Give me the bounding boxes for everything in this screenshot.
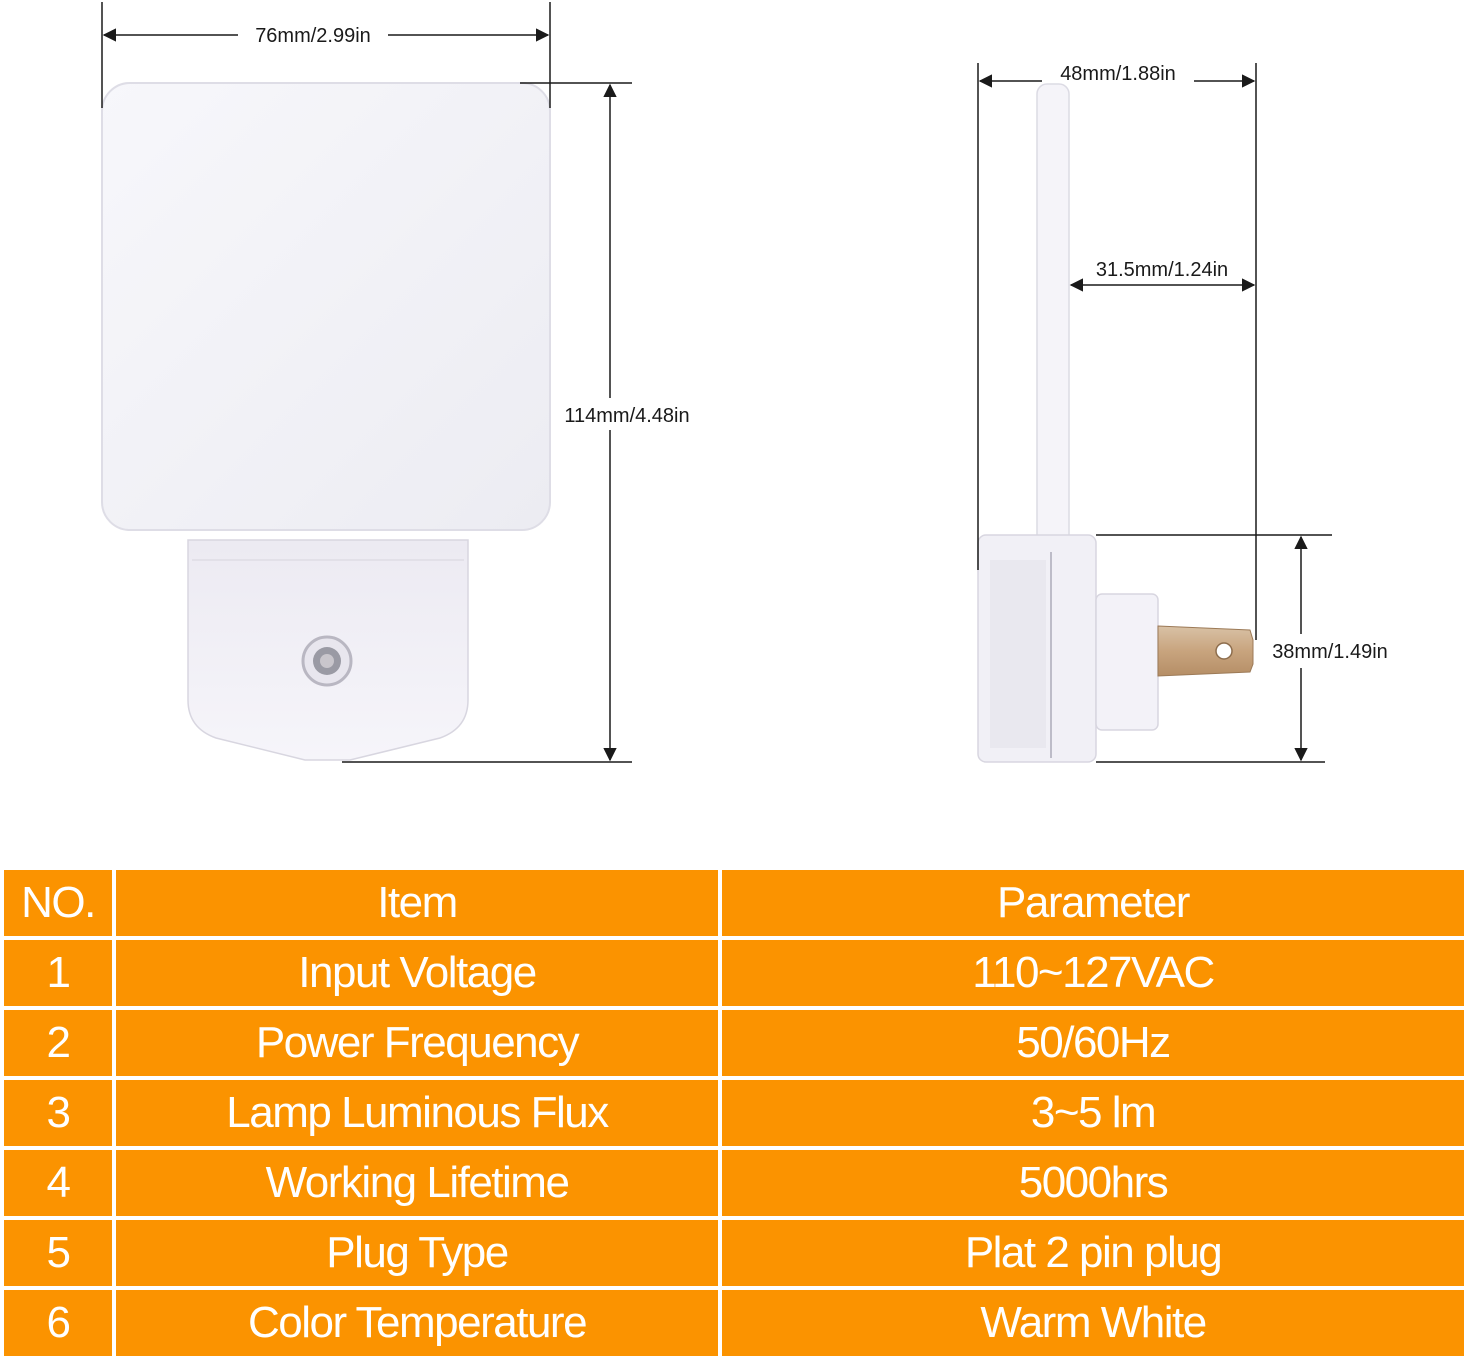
row-parameter: Plat 2 pin plug <box>718 1216 1464 1291</box>
spec-table: NO. Item Parameter 1 Input Voltage 110~1… <box>4 870 1464 1356</box>
dimension-drawing: 76mm/2.99in 114mm/4.48in 48mm/1.88in <box>101 2 1388 763</box>
side-plug-body <box>1095 593 1159 731</box>
table-row: 1 Input Voltage 110~127VAC <box>4 935 1464 1010</box>
row-no: 3 <box>4 1075 116 1151</box>
front-height-dimension: 114mm/4.48in <box>342 82 690 763</box>
header-item: Item <box>112 870 722 940</box>
front-height-label: 114mm/4.48in <box>564 405 689 427</box>
row-no: 6 <box>4 1286 116 1356</box>
table-row: 6 Color Temperature Warm White <box>4 1286 1464 1356</box>
side-lamp-panel <box>1036 83 1070 555</box>
row-parameter: 5000hrs <box>718 1146 1464 1221</box>
row-item: Lamp Luminous Flux <box>112 1075 722 1151</box>
header-no: NO. <box>4 870 116 940</box>
row-no: 1 <box>4 935 116 1010</box>
header-parameter: Parameter <box>718 870 1464 940</box>
side-depth-dimension: 48mm/1.88in <box>977 63 1257 640</box>
row-item: Power Frequency <box>112 1005 722 1080</box>
side-view-night-light <box>977 83 1254 763</box>
front-lamp-panel <box>101 82 551 531</box>
row-parameter: 110~127VAC <box>718 935 1464 1010</box>
row-parameter: Warm White <box>718 1286 1464 1356</box>
row-item: Plug Type <box>112 1216 722 1291</box>
row-parameter: 3~5 lm <box>718 1075 1464 1151</box>
side-depth-label: 48mm/1.88in <box>1060 63 1176 85</box>
base-height-dimension: 38mm/1.49in <box>1096 534 1388 763</box>
base-height-label: 38mm/1.49in <box>1272 641 1388 663</box>
row-item: Input Voltage <box>112 935 722 1010</box>
light-sensor-icon <box>301 635 353 687</box>
plug-pin-icon <box>1157 625 1254 677</box>
plug-depth-dimension: 31.5mm/1.24in <box>1069 259 1256 292</box>
row-item: Working Lifetime <box>112 1146 722 1221</box>
table-row: 4 Working Lifetime 5000hrs <box>4 1146 1464 1221</box>
row-no: 2 <box>4 1005 116 1080</box>
front-view-night-light <box>101 82 551 761</box>
row-parameter: 50/60Hz <box>718 1005 1464 1080</box>
row-no: 4 <box>4 1146 116 1221</box>
table-header-row: NO. Item Parameter <box>4 870 1464 940</box>
table-row: 5 Plug Type Plat 2 pin plug <box>4 1216 1464 1291</box>
front-width-label: 76mm/2.99in <box>255 25 371 47</box>
front-width-dimension: 76mm/2.99in <box>101 2 551 108</box>
plug-depth-label: 31.5mm/1.24in <box>1096 259 1228 281</box>
row-item: Color Temperature <box>112 1286 722 1356</box>
table-row: 3 Lamp Luminous Flux 3~5 lm <box>4 1075 1464 1151</box>
row-no: 5 <box>4 1216 116 1291</box>
table-row: 2 Power Frequency 50/60Hz <box>4 1005 1464 1080</box>
